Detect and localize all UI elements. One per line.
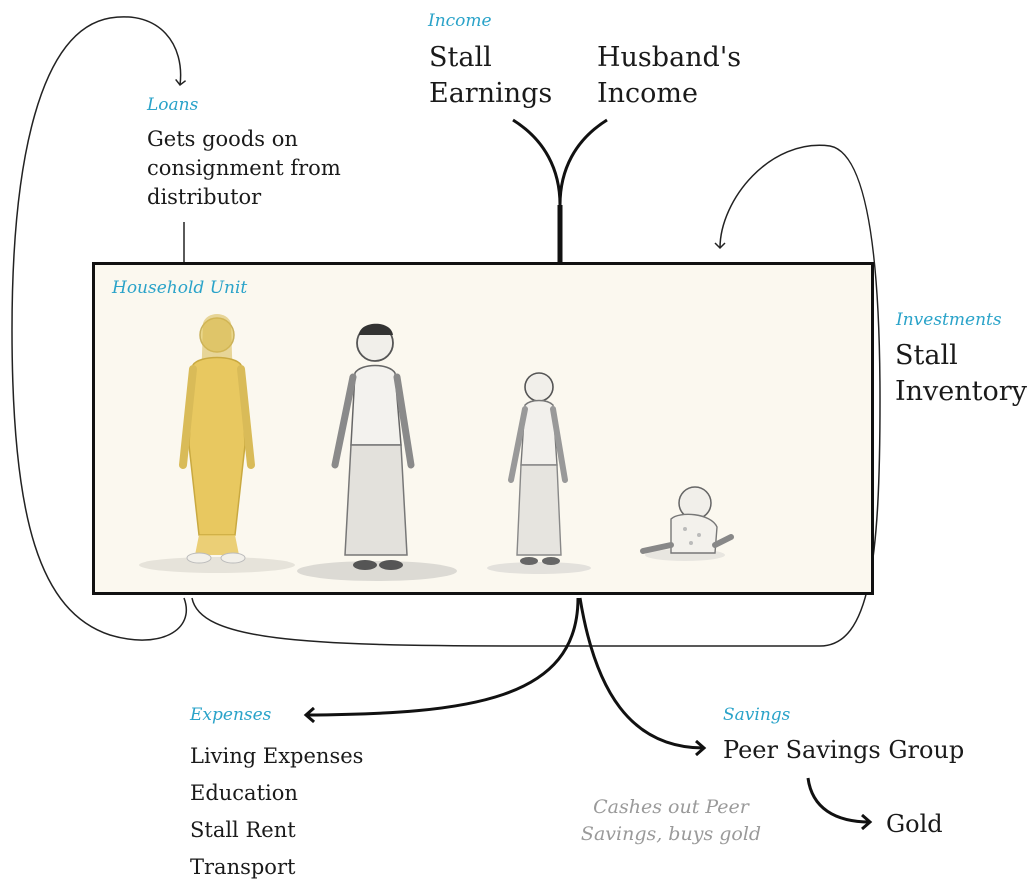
income-source-stall-earnings: Stall Earnings <box>429 42 553 109</box>
man-figure <box>297 323 457 581</box>
expenses-category-label: Expenses <box>190 705 272 725</box>
household-unit-box: Household Unit <box>92 262 874 595</box>
household-figures <box>139 314 734 581</box>
investments-loop <box>191 144 881 647</box>
loans-description: Gets goods on consignment from distribut… <box>147 127 341 209</box>
expense-item: Transport <box>190 855 296 879</box>
loans-loop <box>11 16 187 641</box>
boy-figure <box>487 372 591 574</box>
expenses-arrow <box>306 597 580 715</box>
income-merge-right <box>558 118 608 206</box>
savings-arrow <box>578 597 704 748</box>
expenses-list: Living Expenses Education Stall Rent Tra… <box>190 738 363 886</box>
gold-arrow <box>806 777 870 822</box>
income-source-husband: Husband's Income <box>597 42 742 109</box>
expense-item: Education <box>190 781 298 805</box>
loans-category-label: Loans <box>147 95 199 115</box>
savings-target: Peer Savings Group <box>723 736 965 764</box>
household-unit-label: Household Unit <box>112 278 248 298</box>
woman-figure <box>139 314 295 573</box>
savings-category-label: Savings <box>723 705 791 725</box>
investments-category-label: Investments <box>896 310 1002 330</box>
savings-final: Gold <box>886 810 943 838</box>
expense-item: Stall Rent <box>190 818 296 842</box>
expense-item: Living Expenses <box>190 744 364 768</box>
investments-description: Stall Inventory <box>895 340 1027 407</box>
savings-note: Cashes out Peer Savings, buys gold <box>580 796 762 845</box>
income-category-label: Income <box>428 11 492 31</box>
income-merge-left <box>512 118 562 206</box>
baby-figure <box>640 486 734 561</box>
